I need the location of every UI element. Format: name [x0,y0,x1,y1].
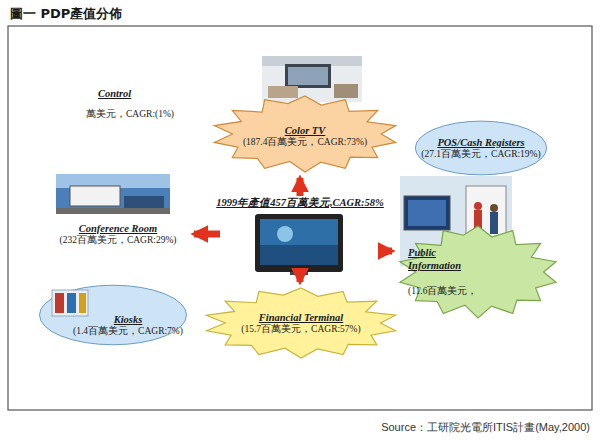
conference-room-photo [56,174,170,214]
kiosk-photo [52,290,88,316]
center-node: 1999年產值457百萬美元,CAGR:58% [220,196,380,276]
starburst-node: Color TV(187.4百萬美元，CAGR:73%) [212,96,398,172]
arrow-connector [380,248,392,255]
source-caption: Source：工研院光電所ITIS計畫(May,2000) [381,420,590,435]
starburst-outline [398,226,558,318]
frame [8,26,592,410]
segment-value: (187.4百萬美元，CAGR:73%) [243,137,367,149]
segment-value: (11.6百萬美元， [408,286,477,298]
living-room-photo [262,56,362,102]
starburst-outline [204,288,398,358]
starburst-node: Public Information (11.6百萬美元， [398,226,558,318]
segment-name: Color TV [285,124,326,137]
arrow-connector [194,231,220,238]
segment-value: 萬美元，CAGR:(1%) [86,108,174,121]
ellipse-outline [38,284,188,346]
arrow-connector [297,178,304,196]
segment-name: 1999年產值457百萬美元,CAGR:58% [216,196,384,209]
segment-value: (27.1百萬美元，CAGR:19%) [421,149,540,161]
segment-value: (15.7百萬美元，CAGR:57%) [241,324,360,336]
segment-name: POS/Cash Registers [437,136,524,149]
arrow-connector [297,276,304,282]
photo-node: Conference Room(232百萬美元，CAGR:29%) [48,215,188,253]
ellipse-node: Kiosks(1.4百萬美元，CAGR:7%) [38,284,188,346]
segment-name: Conference Room [79,222,157,235]
starburst-node: Financial Terminal(15.7百萬美元，CAGR:57%) [204,288,398,358]
segment-name: Financial Terminal [259,311,344,324]
ellipse-node: POS/Cash Registers(27.1百萬美元，CAGR:19%) [414,120,548,176]
segment-value: (232百萬美元，CAGR:29%) [59,235,176,247]
figure-title: 圖一 PDP產值分佈 [10,5,122,23]
segment-name: Control [98,88,131,99]
segment-value: (1.4百萬美元，CAGR:7%) [73,326,183,338]
segment-name: Kiosks [114,313,143,326]
plasma-tv-photo [255,214,343,275]
segment-name: Public Information [408,246,488,272]
ellipse-outline [414,120,548,176]
